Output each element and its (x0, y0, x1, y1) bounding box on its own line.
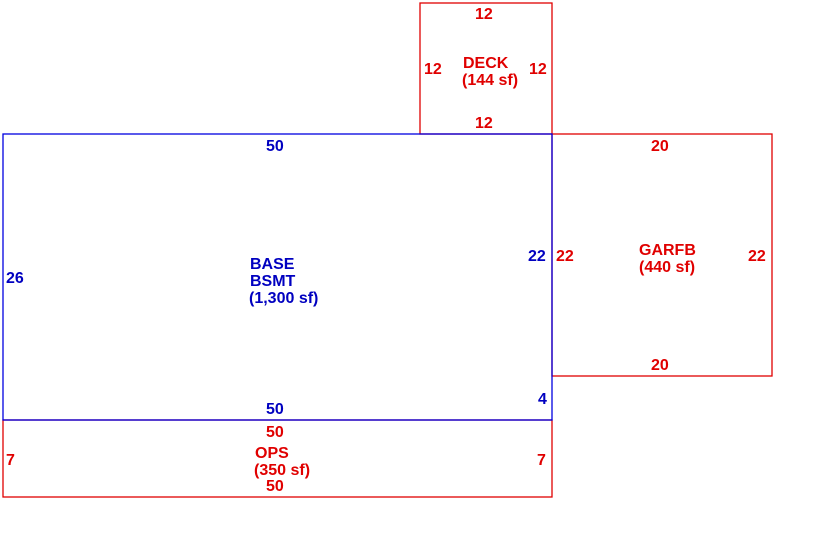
deck-dim-right: 12 (529, 61, 547, 78)
garfb-dim-top: 20 (651, 138, 669, 155)
base-area: (1,300 sf) (249, 290, 318, 307)
base-basement-outline (2, 133, 553, 421)
garfb-dim-left: 22 (556, 248, 574, 265)
deck-dim-top: 12 (475, 6, 493, 23)
base-dim-top: 50 (266, 138, 284, 155)
deck-name: DECK (463, 55, 509, 72)
base-name-line1: BASE (250, 256, 295, 273)
base-dim-left: 26 (6, 270, 24, 287)
base-dim-right-upper: 22 (528, 248, 546, 265)
deck-area: (144 sf) (462, 72, 518, 89)
garfb-dim-bottom: 20 (651, 357, 669, 374)
deck-dim-left: 12 (424, 61, 442, 78)
ops-dim-bottom: 50 (266, 478, 284, 495)
ops-dim-right: 7 (537, 452, 546, 469)
deck-dim-bottom: 12 (475, 115, 493, 132)
garfb-dim-right: 22 (748, 248, 766, 265)
base-name-line2: BSMT (250, 273, 296, 290)
ops-area: (350 sf) (254, 462, 310, 479)
ops-dim-left: 7 (6, 452, 15, 469)
garfb-name: GARFB (639, 242, 696, 259)
base-dim-bottom: 50 (266, 401, 284, 418)
base-dim-right-lower: 4 (538, 391, 547, 408)
garfb-area: (440 sf) (639, 259, 695, 276)
ops-name: OPS (255, 445, 289, 462)
ops-dim-top: 50 (266, 424, 284, 441)
